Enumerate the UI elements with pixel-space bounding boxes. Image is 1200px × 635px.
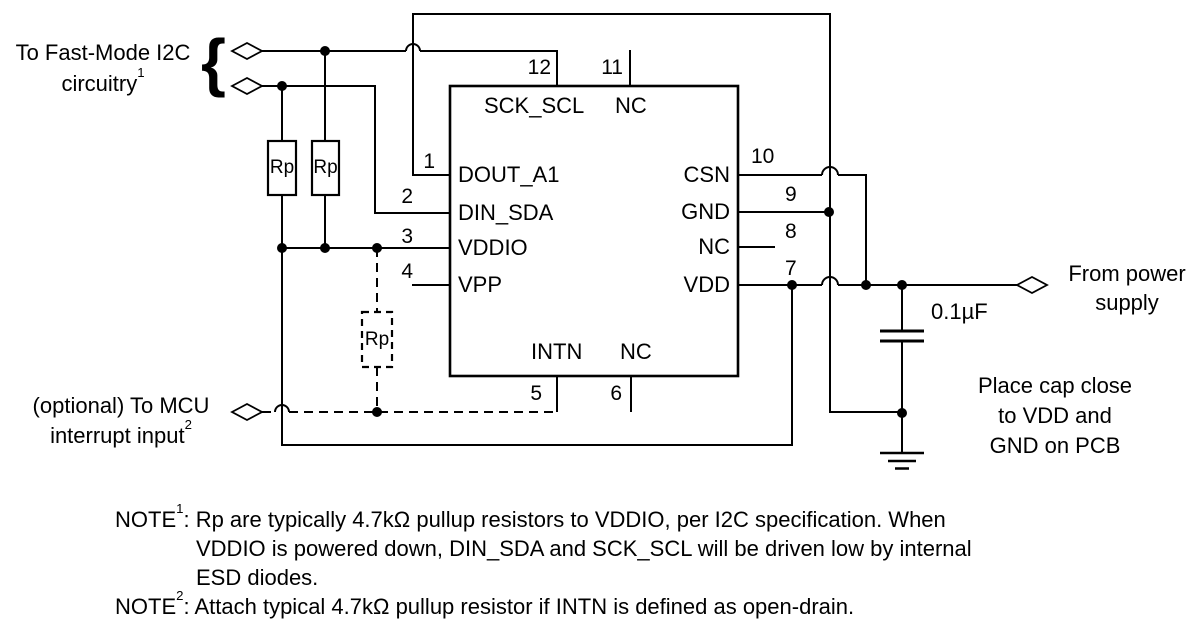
diamond-power-connector — [1015, 275, 1049, 295]
cap-note-line1: Place cap close — [977, 373, 1133, 398]
ic-pin-name-nc-bottom: NC — [620, 339, 652, 364]
junction-dot — [277, 243, 287, 253]
pin-number-2: 2 — [401, 185, 413, 208]
junction-dot — [824, 207, 834, 217]
ic-pin-name-din-sda: DIN_SDA — [458, 200, 554, 225]
wire-vdd — [738, 276, 1017, 286]
i2c-note-ref: 1 — [137, 64, 145, 80]
i2c-brace: { — [201, 26, 226, 98]
pin-number-5: 5 — [530, 382, 542, 405]
resistor-rp2-label: Rp — [313, 157, 338, 178]
i2c-connector-label: To Fast-Mode I2C circuitry1 — [2, 37, 204, 99]
cap-note-line3: GND on PCB — [989, 433, 1121, 458]
ic-pin-name-vpp: VPP — [458, 272, 503, 297]
ic-pin-name-nc-right: NC — [698, 234, 730, 259]
mcu-connector-label: (optional) To MCU interrupt input2 — [12, 391, 230, 451]
note2-line1: NOTE2: Attach typical 4.7kΩ pullup resis… — [115, 589, 855, 619]
diamond-scl-connector — [230, 41, 264, 61]
mcu-note-ref: 2 — [184, 416, 192, 432]
junction-dot — [861, 280, 871, 290]
i2c-label-line2: circuitry — [61, 71, 138, 96]
cap-note-line2: to VDD and — [998, 403, 1112, 428]
junction-dot — [372, 243, 382, 253]
pin-number-6: 6 — [610, 382, 622, 405]
resistor-rp1-box — [266, 139, 298, 197]
wire-vddio-vdd-loop — [281, 248, 793, 446]
note2-sup: 2 — [176, 587, 184, 603]
pin-number-10: 10 — [751, 145, 775, 168]
junction-dot — [320, 46, 330, 56]
pin-number-3: 3 — [401, 225, 413, 248]
note1-line3: ESD diodes. — [196, 565, 319, 590]
junction-dot — [372, 407, 382, 417]
pin-number-1: 1 — [423, 150, 435, 173]
diamond-sda-connector — [230, 76, 264, 96]
resistor-rp2-box — [310, 139, 341, 197]
junction-dot — [897, 408, 907, 418]
ic-pin-name-dout-a1: DOUT_A1 — [458, 162, 560, 187]
diamond-intn-connector — [230, 402, 264, 422]
note2-label: NOTE — [115, 594, 177, 619]
ground-symbol — [880, 451, 924, 470]
power-connector-label: From power supply — [1057, 259, 1197, 317]
ic-pin-name-gnd: GND — [681, 199, 730, 224]
junction-dot — [320, 243, 330, 253]
wire-dout-to-gnd-rail — [412, 13, 902, 413]
wire-scl — [262, 43, 558, 86]
note1-sup: 1 — [176, 500, 184, 516]
capacitor-value: 0.1µF — [931, 299, 988, 324]
pin-number-8: 8 — [785, 220, 797, 243]
note1-line1: NOTE1: Rp are typically 4.7kΩ pullup res… — [115, 502, 946, 532]
mcu-label-line2: interrupt input — [50, 423, 185, 448]
pin-number-12: 12 — [527, 56, 551, 79]
junction-dot — [787, 280, 797, 290]
i2c-label-line1: To Fast-Mode I2C — [15, 40, 191, 65]
ic-pin-name-sck-scl: SCK_SCL — [484, 93, 585, 118]
ic-pin-name-vdd: VDD — [683, 272, 730, 297]
pin-number-4: 4 — [401, 260, 413, 283]
junction-dot — [897, 280, 907, 290]
power-label-line2: supply — [1095, 290, 1159, 315]
note1-text: : Rp are typically 4.7kΩ pullup resistor… — [183, 507, 946, 532]
resistor-rp3-label: Rp — [364, 329, 390, 350]
ic-pin-name-csn: CSN — [683, 162, 730, 187]
ic-pin-name-nc-top: NC — [615, 93, 647, 118]
wire-csn — [738, 166, 867, 285]
note1-label: NOTE — [115, 507, 177, 532]
mcu-label-line1: (optional) To MCU — [32, 393, 210, 418]
pin-number-7: 7 — [785, 257, 797, 280]
resistor-rp1-label: Rp — [269, 157, 295, 178]
junction-dot — [277, 81, 287, 91]
wire-sda — [262, 85, 450, 214]
capacitor-placement-note: Place cap close to VDD and GND on PCB — [963, 371, 1147, 461]
pin-number-11: 11 — [601, 56, 623, 79]
resistor-rp3-box-dashed — [360, 310, 394, 369]
ic-body — [448, 84, 740, 378]
pin-number-9: 9 — [785, 183, 797, 206]
note2-text: : Attach typical 4.7kΩ pullup resistor i… — [183, 594, 855, 619]
note1-line2: VDDIO is powered down, DIN_SDA and SCK_S… — [196, 536, 972, 561]
ic-pin-name-vddio: VDDIO — [458, 235, 528, 260]
ic-pin-name-intn: INTN — [531, 339, 583, 364]
intn-hop-arc — [274, 404, 290, 413]
power-label-line1: From power — [1068, 261, 1186, 286]
